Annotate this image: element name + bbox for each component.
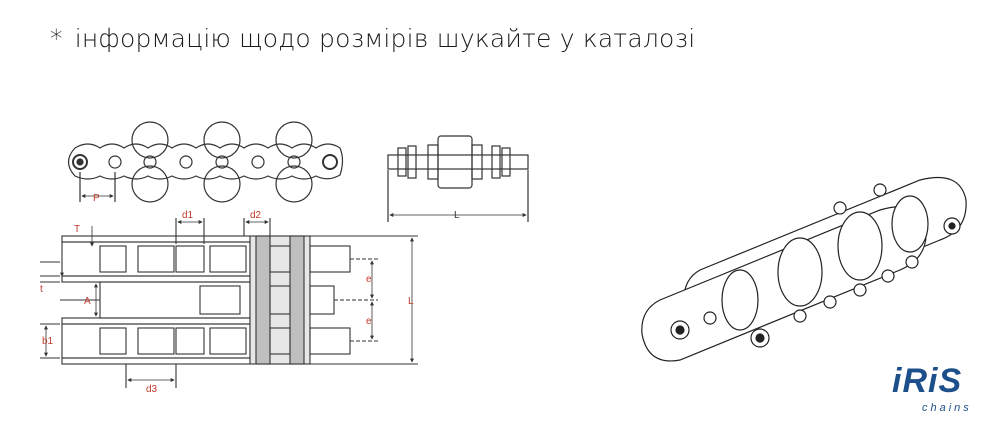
asterisk: *: [50, 24, 63, 53]
chain-isometric-illustration: [641, 176, 967, 362]
dim-d3: d3: [146, 384, 158, 395]
logo-wordmark: iRiS: [892, 362, 963, 400]
iris-chains-logo: iRiS chains: [890, 362, 990, 422]
chain-side-view: [67, 121, 344, 203]
chain-end-view: [387, 135, 529, 222]
catalog-note: * інформацію щодо розмірів шукайте у ката…: [50, 24, 695, 53]
logo-subtitle: chains: [922, 402, 972, 414]
dim-e-top: e: [366, 274, 372, 285]
dim-L-plan: L: [408, 296, 414, 307]
dim-T: T: [74, 224, 80, 235]
dim-b1: b1: [42, 336, 54, 347]
dim-d1: d1: [182, 210, 194, 221]
chain-plan-view: [40, 218, 418, 388]
dim-A: A: [84, 296, 91, 307]
dim-e-bottom: e: [366, 316, 372, 327]
dim-P: P: [93, 193, 100, 204]
catalog-note-text: інформацію щодо розмірів шукайте у катал…: [74, 24, 696, 53]
dim-t: t: [40, 284, 43, 295]
dim-L-end: L: [454, 210, 460, 221]
dim-d2: d2: [250, 210, 262, 221]
